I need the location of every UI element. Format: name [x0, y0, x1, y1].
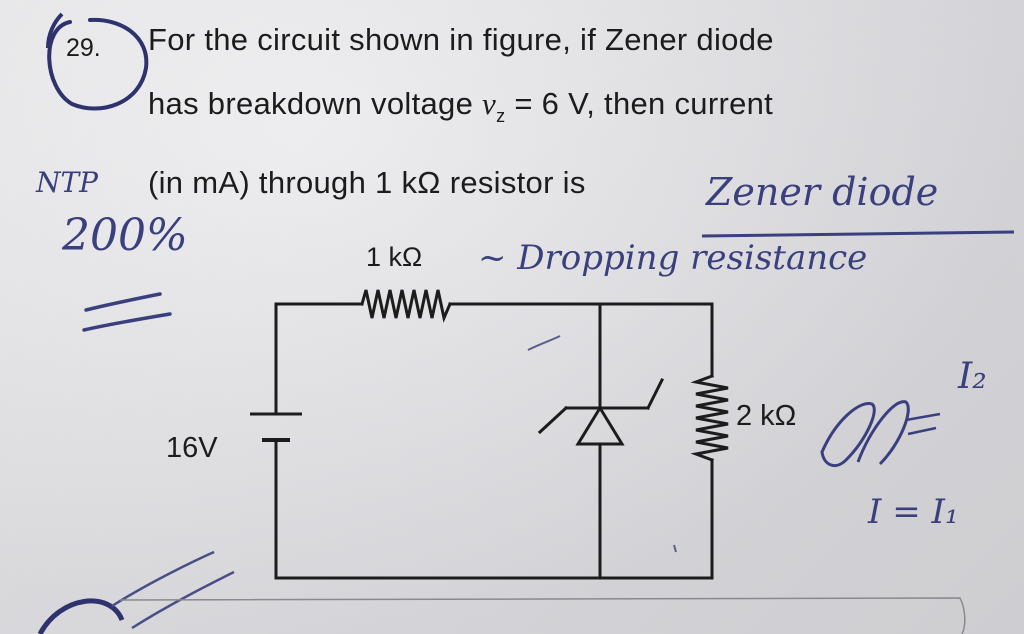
source-voltage-label: 16V — [166, 432, 218, 464]
zener-underline — [701, 230, 1015, 238]
resistor-2k-zigzag — [690, 374, 729, 462]
zener-voltage-variable: v — [482, 86, 497, 121]
question-line-2-end: = 6 V, then current — [505, 86, 774, 121]
pen-scratch — [527, 335, 561, 351]
resistor-2k-label: 2 kΩ — [736, 400, 797, 432]
handwritten-i2: I₂ — [958, 356, 987, 397]
question-line-1: For the circuit shown in figure, if Zene… — [148, 22, 774, 57]
handwritten-zener-diode: Zener diode — [706, 170, 939, 214]
question-number-circle-tail — [46, 12, 64, 49]
handwritten-ntp-mark: NTP — [36, 166, 99, 199]
question-number: 29. — [66, 34, 101, 62]
pen-oval — [856, 400, 910, 466]
pen-scratch — [673, 544, 677, 553]
question-line-2: has breakdown voltage vz = 6 V, then cur… — [148, 86, 774, 126]
handwritten-percent: 200% — [62, 210, 188, 261]
page-edge-line — [119, 597, 966, 634]
zener-bar-right-bend — [645, 377, 665, 411]
equals-scribble — [82, 292, 172, 332]
question-number-circle — [47, 17, 149, 111]
resistor-1k-zigzag — [360, 289, 452, 323]
pen-curl — [111, 550, 235, 630]
zener-bar-left-bend — [537, 405, 569, 435]
handwritten-i-equals-i1: I = I₁ — [868, 492, 959, 532]
handwritten-dropping-resistance: ~ Dropping resistance — [478, 238, 868, 278]
pen-oval — [820, 402, 876, 468]
question-line-3: (in mA) through 1 kΩ resistor is — [148, 165, 586, 200]
pen-curl — [37, 598, 125, 634]
zener-triangle — [575, 405, 625, 446]
resistor-1k-label: 1 kΩ — [366, 242, 423, 272]
zener-voltage-subscript: z — [496, 106, 506, 126]
question-line-2-start: has breakdown voltage — [148, 86, 483, 121]
pen-scratch — [905, 412, 941, 436]
